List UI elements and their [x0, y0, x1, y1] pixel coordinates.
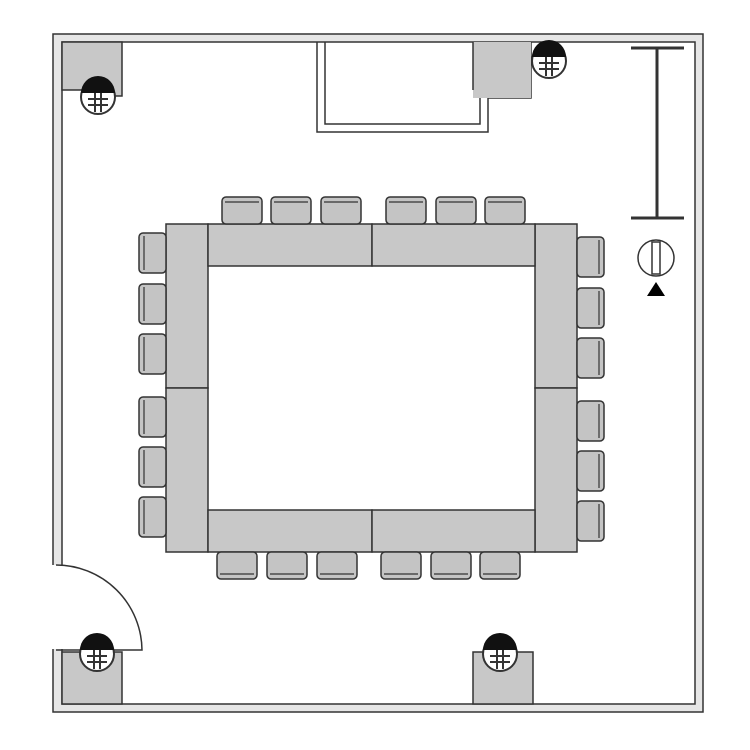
chairs — [138, 196, 605, 580]
conference-tables — [165, 223, 578, 553]
chair-icon — [270, 196, 312, 225]
chair-icon — [576, 500, 605, 542]
table-bottom-right — [371, 509, 536, 553]
chair-seat — [138, 333, 167, 375]
column-icon-cap — [80, 633, 114, 650]
chair-icon — [138, 232, 167, 274]
chair-icon — [320, 196, 362, 225]
door-swing-icon — [55, 564, 143, 651]
column-icon — [482, 633, 518, 672]
column-icon-grid — [87, 650, 107, 669]
table-bottom-left — [207, 509, 373, 553]
column-icon-grid — [490, 650, 510, 669]
column-icon-grid — [88, 93, 108, 112]
chair-icon — [216, 551, 258, 580]
table-top-left — [207, 223, 373, 267]
table-left-upper — [165, 223, 209, 389]
chair-icon — [266, 551, 308, 580]
chair-seat — [138, 496, 167, 538]
chair-seat — [138, 396, 167, 438]
chair-seat — [430, 551, 472, 580]
chair-seat — [576, 337, 605, 379]
projector-body — [651, 241, 661, 275]
chair-seat — [576, 236, 605, 278]
chair-seat — [380, 551, 422, 580]
chair-icon — [576, 236, 605, 278]
chair-seat — [138, 446, 167, 488]
chair-icon — [138, 446, 167, 488]
chair-icon — [221, 196, 263, 225]
chair-icon — [484, 196, 526, 225]
table-right-upper — [534, 223, 578, 389]
chair-seat — [385, 196, 427, 225]
column-icon-cap — [532, 40, 566, 57]
chair-seat — [270, 196, 312, 225]
chair-icon — [385, 196, 427, 225]
room-fixtures — [55, 40, 684, 672]
chair-seat — [221, 196, 263, 225]
projector-arrow — [647, 282, 665, 296]
table-top-right — [371, 223, 536, 267]
projection-screen — [631, 46, 684, 220]
chair-icon — [380, 551, 422, 580]
chair-seat — [576, 400, 605, 442]
chair-seat — [576, 450, 605, 492]
chair-seat — [576, 287, 605, 329]
chair-icon — [316, 551, 358, 580]
chair-seat — [435, 196, 477, 225]
chair-seat — [266, 551, 308, 580]
chair-seat — [138, 283, 167, 325]
pillar-top-right — [473, 42, 531, 98]
chair-icon — [138, 283, 167, 325]
projector-icon — [637, 239, 675, 296]
chair-seat — [316, 551, 358, 580]
chair-icon — [430, 551, 472, 580]
chair-seat — [138, 232, 167, 274]
chair-icon — [576, 337, 605, 379]
chair-icon — [576, 450, 605, 492]
chair-icon — [576, 287, 605, 329]
door-opening — [50, 565, 64, 649]
chair-icon — [435, 196, 477, 225]
chair-seat — [320, 196, 362, 225]
column-icon-cap — [81, 76, 115, 93]
chair-seat — [479, 551, 521, 580]
chair-seat — [484, 196, 526, 225]
chair-seat — [576, 500, 605, 542]
table-left-lower — [165, 387, 209, 553]
column-icon-grid — [539, 57, 559, 76]
column-icon — [531, 40, 567, 79]
column-icon-cap — [483, 633, 517, 650]
table-right-lower — [534, 387, 578, 553]
chair-icon — [138, 496, 167, 538]
column-icon — [80, 76, 116, 115]
chair-icon — [138, 333, 167, 375]
chair-icon — [479, 551, 521, 580]
column-icon — [79, 633, 115, 672]
chair-icon — [576, 400, 605, 442]
chair-icon — [138, 396, 167, 438]
chair-seat — [216, 551, 258, 580]
